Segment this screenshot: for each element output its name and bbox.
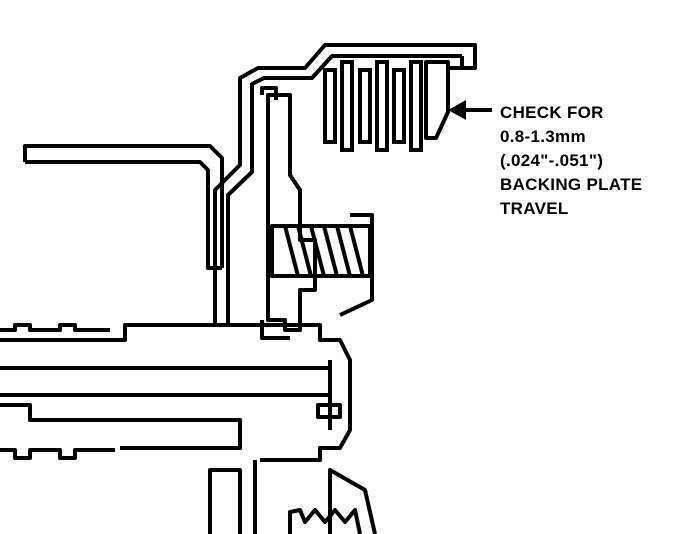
clutch-plate-pack <box>323 60 423 152</box>
backing-plate <box>424 60 450 140</box>
lower-housing <box>208 460 377 534</box>
callout-line-1: CHECK FOR <box>500 103 604 122</box>
return-spring <box>270 213 374 317</box>
splined-hub <box>0 323 115 460</box>
callout-line-2: 0.8-1.3mm <box>500 127 586 146</box>
clutch-housing <box>213 43 477 325</box>
callout-line-3: (.024"-.051") <box>500 151 603 170</box>
input-flange <box>23 144 224 270</box>
output-shaft <box>0 323 352 462</box>
callout-label: CHECK FOR 0.8-1.3mm (.024"-.051") BACKIN… <box>500 103 642 218</box>
callout-arrow <box>448 100 492 120</box>
callout-line-5: TRAVEL <box>500 199 569 218</box>
clutch-piston <box>260 86 317 340</box>
callout-line-4: BACKING PLATE <box>500 175 642 194</box>
